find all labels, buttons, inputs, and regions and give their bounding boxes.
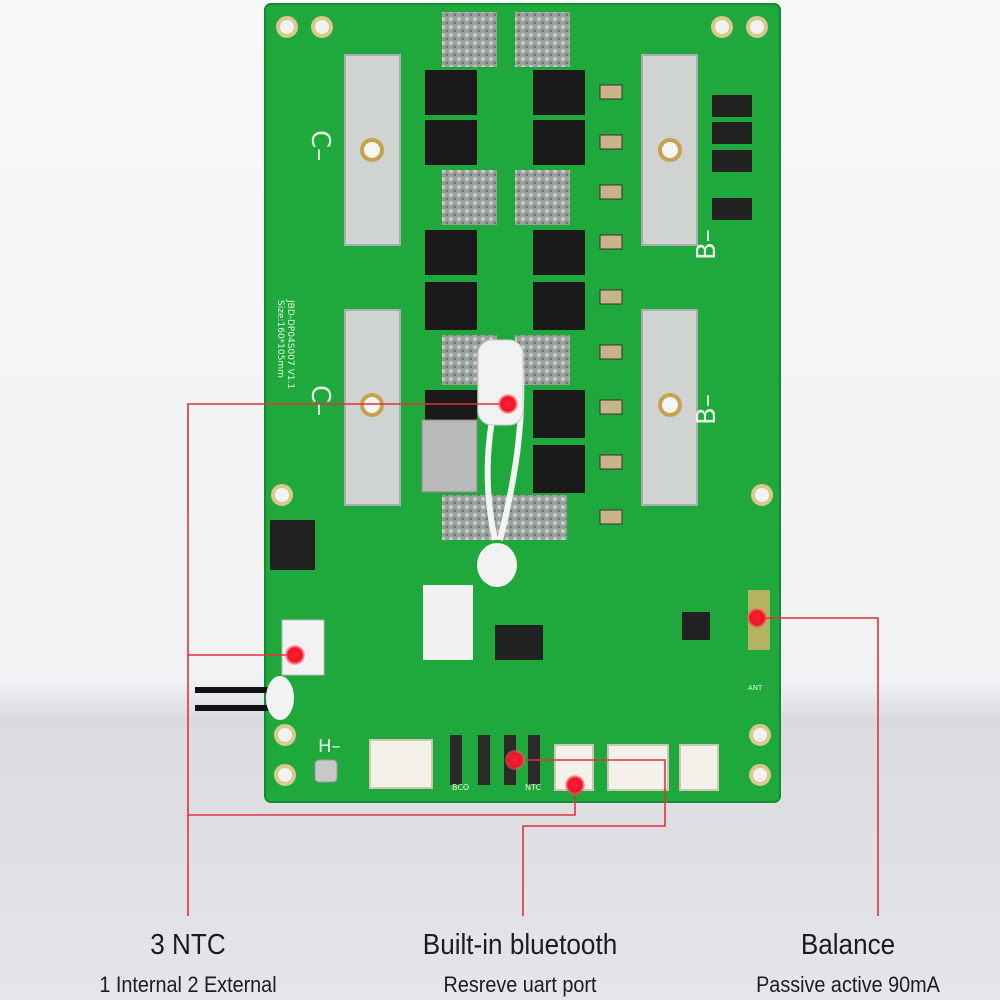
callout-bluetooth-subtitle: Resreve uart port xyxy=(443,972,597,997)
bluetooth-dot xyxy=(505,750,525,770)
label-c-minus-2: C– xyxy=(305,385,335,416)
connectors xyxy=(369,739,719,791)
label-model: JBD-DP04S007 V1.1 xyxy=(285,299,295,389)
ntc-external-dot-1 xyxy=(285,645,305,665)
mounting-holes xyxy=(271,16,773,786)
label-b-minus-1: B– xyxy=(692,229,722,260)
label-ant: ANT xyxy=(748,684,763,692)
label-c-minus-1: C– xyxy=(305,130,335,161)
callout-balance-subtitle: Passive active 90mA xyxy=(756,972,940,997)
callout-balance-title: Balance xyxy=(800,929,896,961)
label-ntc: NTC xyxy=(525,783,541,792)
callout-lines xyxy=(187,403,879,916)
callout-bluetooth-title: Built-in bluetooth xyxy=(422,929,618,961)
ntc-external-dot-2 xyxy=(565,775,585,795)
ntc-internal-dot xyxy=(498,394,518,414)
callout-dots xyxy=(285,394,767,795)
callout-ntc-subtitle: 1 Internal 2 External xyxy=(99,972,277,997)
diodes xyxy=(712,95,752,220)
mosfets xyxy=(425,70,585,493)
balance-dot xyxy=(747,608,767,628)
label-h-minus: H– xyxy=(318,736,341,757)
label-b-minus-2: B– xyxy=(692,394,722,425)
callout-bluetooth: Built-in bluetooth Resreve uart port xyxy=(360,928,680,1000)
callout-ntc-title: 3 NTC xyxy=(150,929,226,961)
callout-ntc: 3 NTC 1 Internal 2 External xyxy=(28,928,348,1000)
label-size: Size:160*105mm xyxy=(275,300,285,378)
resistors xyxy=(599,84,623,525)
callout-balance: Balance Passive active 90mA xyxy=(688,928,1000,1000)
label-bco: BCO xyxy=(452,783,469,792)
